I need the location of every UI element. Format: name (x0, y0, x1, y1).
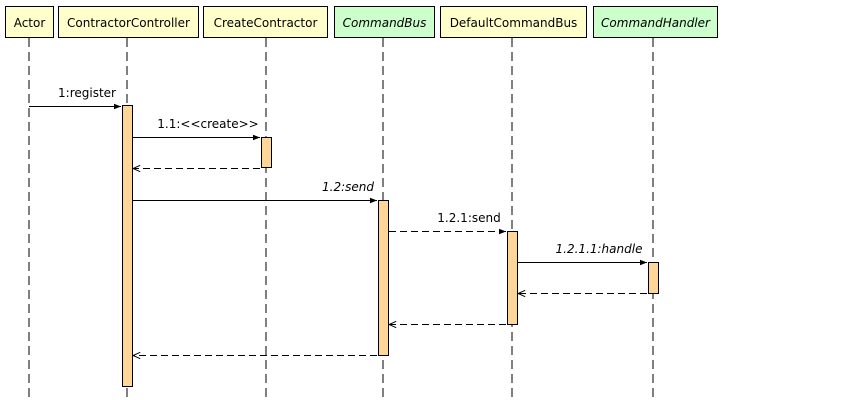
participant-box (440, 6, 587, 38)
participant-label: DefaultCommandBus (450, 16, 578, 30)
participant-box (5, 6, 54, 38)
message-label: 1:register (58, 86, 116, 100)
message: 1.2.1.1:handle (518, 242, 647, 266)
participant-command-bus: CommandBus (334, 6, 435, 38)
message: 1:register (29, 86, 121, 110)
activation-bar-contractor-controller (122, 105, 133, 387)
participant-box (593, 6, 718, 38)
activation-bar-command-bus (378, 200, 389, 356)
message-label: 1.2:send (322, 180, 374, 194)
activation-bar-command-handler (648, 262, 659, 294)
participant-actor: Actor (5, 6, 54, 38)
participant-box (58, 6, 199, 38)
participant-box (334, 6, 435, 38)
message: 1.2:send (133, 180, 377, 204)
participant-command-handler: CommandHandler (593, 6, 718, 38)
participant-box (203, 6, 328, 38)
participant-label: CreateContractor (214, 16, 318, 30)
participant-label: ContractorController (67, 16, 190, 30)
message: 1.1:<<create>> (133, 117, 260, 141)
message-label: 1.2.1.1:handle (556, 242, 643, 256)
activation-bar-default-command-bus (507, 231, 518, 325)
participant-label: CommandHandler (601, 16, 711, 30)
message-label: 1.1:<<create>> (157, 117, 258, 131)
participant-contractor-controller: ContractorController (58, 6, 199, 38)
message: 1.2.1:send (389, 211, 506, 235)
activation-bar-create-contractor (261, 137, 272, 168)
participant-create-contractor: CreateContractor (203, 6, 328, 38)
participant-default-command-bus: DefaultCommandBus (440, 6, 587, 38)
participant-label: CommandBus (343, 16, 427, 30)
participant-label: Actor (14, 16, 46, 30)
message-label: 1.2.1:send (437, 211, 500, 225)
